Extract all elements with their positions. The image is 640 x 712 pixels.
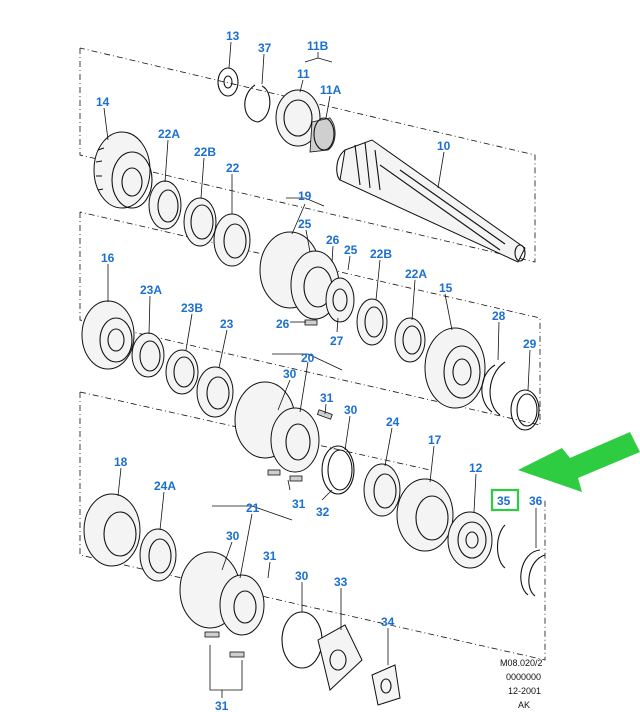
ring-23B <box>165 349 199 395</box>
label-23: 23 <box>220 317 234 331</box>
label-25b: 25 <box>344 243 358 257</box>
reference-number: 0000000 <box>506 672 541 682</box>
circlip-36 <box>520 549 546 597</box>
label-35: 35 <box>497 494 511 508</box>
label-26b: 26 <box>276 317 290 331</box>
label-20: 20 <box>301 351 315 365</box>
reference-date: 12-2001 <box>508 686 541 696</box>
label-31b: 31 <box>292 497 306 511</box>
label-22A-mid: 22A <box>405 267 427 281</box>
gear-17 <box>396 478 454 552</box>
label-23A: 23A <box>140 283 162 297</box>
reference-author: AK <box>518 700 530 710</box>
gear-18 <box>83 493 141 567</box>
label-10: 10 <box>437 139 451 153</box>
ring-22A-top <box>148 180 182 230</box>
ring-23A <box>131 332 165 378</box>
circlip-35 <box>496 524 506 569</box>
label-16: 16 <box>101 251 115 265</box>
ring-22B-mid <box>356 298 388 346</box>
ring-22A-mid <box>394 317 426 363</box>
label-23B: 23B <box>181 301 203 315</box>
main-shaft <box>336 139 526 263</box>
label-30a: 30 <box>283 367 297 381</box>
highlight-callout <box>490 432 640 512</box>
snap-ring-32 <box>321 445 355 495</box>
plate-33 <box>317 624 363 691</box>
label-11: 11 <box>297 67 310 81</box>
gear-15 <box>424 327 486 409</box>
label-33: 33 <box>334 575 348 589</box>
top-bearing-group <box>217 67 336 153</box>
label-28: 28 <box>492 309 506 323</box>
label-12: 12 <box>469 461 483 475</box>
label-30c: 30 <box>226 529 240 543</box>
part-labels: 13 37 11B 11 11A 14 22A 22B 22 10 19 25 … <box>96 29 543 712</box>
label-32: 32 <box>316 505 330 519</box>
label-22A-top: 22A <box>158 127 180 141</box>
ring-22B-top <box>183 197 217 247</box>
label-29: 29 <box>523 337 537 351</box>
reference-code: M08.020/2 <box>500 658 543 668</box>
label-31a: 31 <box>320 391 334 405</box>
snap-ring-28 <box>481 361 506 416</box>
label-11A: 11A <box>320 83 342 97</box>
bearing-12 <box>447 511 493 569</box>
ring-23 <box>196 366 234 418</box>
label-15: 15 <box>439 281 453 295</box>
label-37: 37 <box>258 41 272 55</box>
synchro-hub-20 <box>234 381 333 473</box>
keys-31 <box>204 319 318 658</box>
leader-lines <box>103 41 537 698</box>
label-21: 21 <box>246 501 260 515</box>
assembly-frames <box>79 47 546 661</box>
snap-ring-30-bottom <box>281 611 323 669</box>
label-24A: 24A <box>154 479 176 493</box>
label-31d: 31 <box>215 699 229 712</box>
ring-22-top <box>213 213 251 267</box>
label-18: 18 <box>114 455 128 469</box>
label-11B: 11B <box>307 39 329 53</box>
label-30d: 30 <box>295 569 309 583</box>
snap-ring-29 <box>510 389 540 431</box>
pointer-arrow-icon <box>518 432 640 492</box>
label-36: 36 <box>529 494 543 508</box>
label-14: 14 <box>96 95 110 109</box>
synchro-hub-21 <box>179 551 265 636</box>
label-22B-top: 22B <box>194 145 216 159</box>
label-24: 24 <box>386 415 400 429</box>
label-25a: 25 <box>298 217 312 231</box>
ring-24A <box>139 528 177 582</box>
ring-24 <box>363 463 401 517</box>
label-27: 27 <box>330 334 344 348</box>
reference-block: M08.020/2 0000000 12-2001 AK <box>500 658 543 710</box>
label-26a: 26 <box>326 233 340 247</box>
label-34: 34 <box>381 615 395 629</box>
label-31c: 31 <box>263 549 277 563</box>
label-30b: 30 <box>344 403 358 417</box>
gear-14 <box>93 131 153 209</box>
gear-16 <box>81 300 135 370</box>
label-22B-mid: 22B <box>370 247 392 261</box>
label-13: 13 <box>226 29 240 43</box>
plate-34 <box>371 664 401 706</box>
synchro-hub-19 <box>259 231 355 323</box>
label-22-top: 22 <box>226 161 240 175</box>
label-19: 19 <box>298 189 312 203</box>
label-17: 17 <box>428 433 442 447</box>
